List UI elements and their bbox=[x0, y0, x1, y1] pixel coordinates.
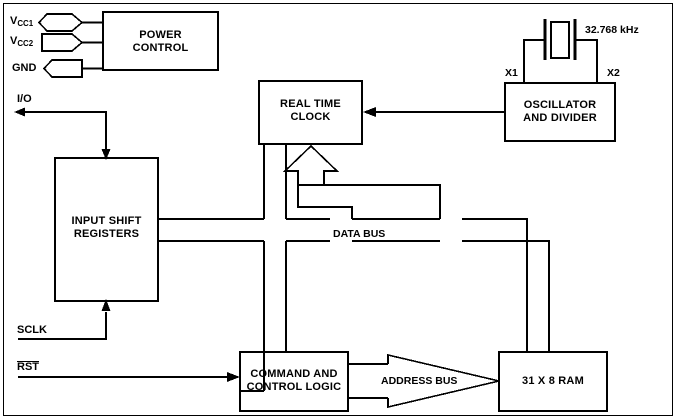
crystal-terminal-x2-label: X2 bbox=[607, 67, 620, 79]
arrow-shaft-left bbox=[297, 185, 353, 219]
wire-io bbox=[24, 111, 107, 158]
crystal-frequency-label: 32.768 kHz bbox=[585, 24, 639, 36]
block-input-shift-registers bbox=[54, 157, 159, 302]
pin-shape-vcc1 bbox=[37, 13, 84, 32]
block-ram bbox=[498, 351, 608, 412]
block-power-control bbox=[102, 11, 219, 71]
address-bus-arrow-outline bbox=[387, 353, 500, 409]
data-bus-right-down-inner bbox=[505, 240, 550, 352]
block-command-and-control-logic bbox=[239, 351, 349, 412]
block-oscillator-and-divider bbox=[504, 82, 616, 142]
wire-sclk bbox=[18, 312, 107, 340]
wire-crystal-x2 bbox=[583, 39, 598, 83]
arrow-io-left bbox=[14, 107, 25, 117]
arrow-shaft-right bbox=[324, 184, 441, 219]
data-bus-right-down-outer bbox=[505, 218, 528, 352]
arrow-rst-right bbox=[227, 372, 240, 382]
arrow-oscillator-to-rtc bbox=[363, 107, 376, 117]
pin-label-rst: RST bbox=[17, 361, 39, 373]
pin-label-vcc1: VCC1 bbox=[10, 15, 34, 28]
crystal-terminal-x1-label: X1 bbox=[505, 67, 518, 79]
pin-label-io: I/O bbox=[17, 93, 32, 105]
pin-label-sclk: SCLK bbox=[17, 324, 47, 336]
block-real-time-clock bbox=[258, 80, 363, 145]
bus-label-address-bus: ADDRESS BUS bbox=[381, 375, 458, 387]
pin-label-gnd: GND bbox=[12, 62, 37, 74]
pin-shape-gnd bbox=[42, 59, 83, 78]
arrow-io-down bbox=[101, 149, 111, 160]
pin-label-vcc2: VCC2 bbox=[10, 35, 34, 48]
diagram-border bbox=[3, 3, 673, 416]
arrow-sclk-up bbox=[101, 299, 111, 311]
crystal-body bbox=[549, 20, 571, 60]
bus-label-data-bus: DATA BUS bbox=[333, 228, 386, 240]
wire-crystal-x1 bbox=[523, 39, 537, 83]
pin-shape-vcc2 bbox=[41, 33, 84, 52]
arrow-data-bus-to-rtc bbox=[283, 144, 339, 186]
